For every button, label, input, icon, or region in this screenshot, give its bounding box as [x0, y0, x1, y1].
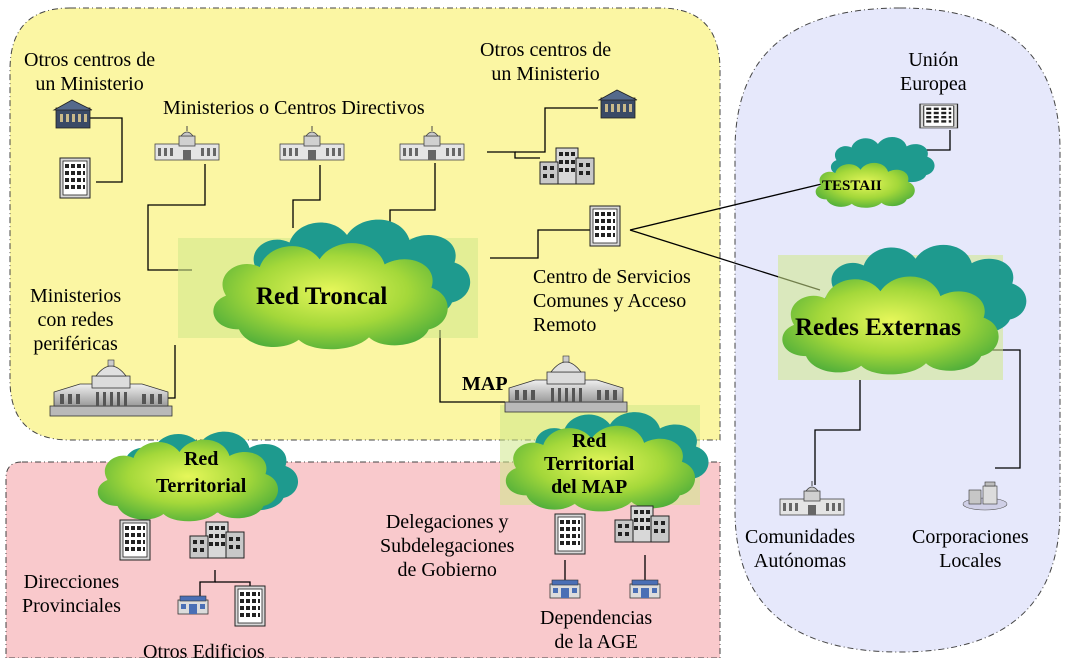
ministerios-centros-label: Ministerios o Centros Directivos	[163, 97, 425, 119]
service-center-tower-icon	[589, 205, 621, 247]
otros-centros-left-label: Otros centros de un Ministerio	[24, 49, 156, 95]
comunidades-label: Comunidades Autónomas	[745, 526, 855, 572]
direcciones-label: Direcciones Provinciales	[22, 571, 121, 617]
union-europea-label: Unión Europea	[900, 49, 967, 95]
ministerios-redes-label: Ministerios con redes periféricas	[30, 285, 122, 355]
red-territorial-map-label: Red Territorial del MAP	[544, 430, 635, 498]
cloud-redes-externas	[778, 244, 1027, 380]
cloud-red-territorial-map	[500, 405, 709, 512]
direcciones-tower-icon	[119, 519, 151, 561]
otros-centros-right-label: Otros centros de un Ministerio	[480, 39, 612, 85]
centro-servicios-label: Centro de Servicios Comunes y Acceso Rem…	[533, 266, 691, 336]
corporaciones-building-icon	[962, 481, 1008, 511]
small-building-icon-2	[549, 579, 581, 599]
delegaciones-label: Delegaciones y Subdelegaciones de Gobier…	[380, 511, 515, 581]
office-tower-icon-otros	[234, 585, 266, 627]
office-tower-icon-left	[59, 157, 91, 199]
redes-externas-label: Redes Externas	[795, 314, 961, 341]
cloud-red-troncal	[178, 219, 478, 350]
small-building-icon-3	[629, 579, 661, 599]
testa-label: TESTAII	[822, 178, 882, 194]
otros-edificios-label: Otros Edificios	[143, 641, 265, 663]
map-label: MAP	[462, 373, 508, 395]
red-territorial-label: Red Territorial	[156, 448, 247, 497]
eu-building-icon	[919, 103, 959, 129]
dependencias-label: Dependencias de la AGE	[540, 607, 653, 653]
red-troncal-label: Red Troncal	[256, 283, 388, 310]
delegaciones-tower-icon	[554, 513, 586, 555]
small-building-icon-1	[177, 595, 209, 615]
corporaciones-label: Corporaciones Locales	[912, 526, 1029, 572]
